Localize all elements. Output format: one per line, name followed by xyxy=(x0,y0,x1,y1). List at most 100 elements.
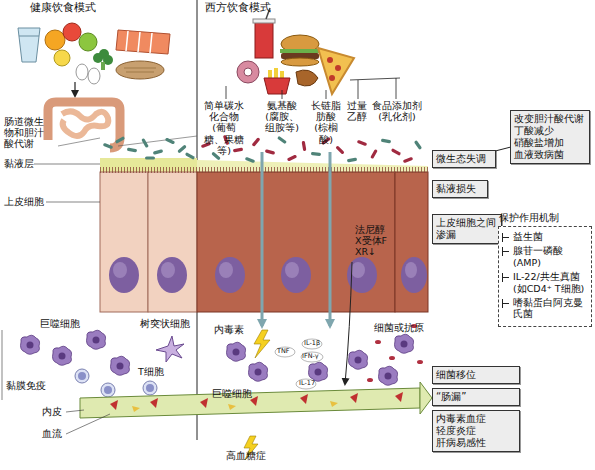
result-box: 内毒素血症轻度炎症肝病易感性 xyxy=(432,410,520,452)
western-food xyxy=(255,22,273,58)
healthy-food xyxy=(101,62,105,70)
epithelium xyxy=(330,172,395,312)
box-text: 血液致病菌 xyxy=(514,149,586,161)
healthy-food xyxy=(54,50,70,66)
text-label: 高血糖症 xyxy=(226,450,266,462)
text-label: 黏膜免疫 xyxy=(6,380,46,391)
microbiota xyxy=(414,140,422,150)
blood-vessel xyxy=(110,392,403,410)
epithelium xyxy=(401,257,427,293)
mucus-layer xyxy=(100,158,428,172)
epithelium xyxy=(100,172,148,312)
text-label: 简单碳水化合物(葡萄糖、果糖等) xyxy=(204,100,244,156)
western-food xyxy=(318,48,354,94)
immune-cells xyxy=(379,366,398,385)
blood-vessel xyxy=(80,388,420,418)
box-text: 细菌移位 xyxy=(436,369,516,381)
intestine xyxy=(48,102,120,148)
western-food xyxy=(358,80,359,99)
western-food xyxy=(226,86,227,99)
intestine xyxy=(62,111,108,136)
immune-cells xyxy=(309,362,328,381)
microbiota xyxy=(347,158,357,163)
text-label: T细胞 xyxy=(138,366,164,377)
text-label: 树突状细胞 xyxy=(140,318,190,329)
western-food xyxy=(282,90,283,99)
epithelium xyxy=(405,262,417,278)
leak-arrows xyxy=(329,152,332,326)
leader-lines xyxy=(2,164,110,434)
result-box: 黏液损失 xyxy=(432,180,488,198)
immune-cells xyxy=(367,378,373,382)
immune-cells xyxy=(87,330,106,349)
intestine xyxy=(58,138,100,146)
microbiota xyxy=(391,148,401,156)
result-box: 细菌移位 xyxy=(432,366,520,384)
immune-cells xyxy=(389,356,395,360)
epithelium xyxy=(113,262,127,278)
microbiota xyxy=(381,139,391,144)
blood-vessel xyxy=(420,382,432,414)
epithelium xyxy=(148,172,197,312)
western-food xyxy=(226,8,400,99)
healthy-food xyxy=(18,28,40,62)
epithelium xyxy=(395,172,428,312)
healthy-food xyxy=(124,68,156,72)
western-food xyxy=(396,78,397,99)
western-food xyxy=(281,58,319,66)
text-label: 过量乙醇 xyxy=(346,100,368,122)
result-box: “肠漏” xyxy=(432,388,520,406)
text-label: 黏液层 xyxy=(4,158,34,169)
western-food xyxy=(329,75,335,81)
mechanism-box: 保护作用机制益生菌腺苷一磷酸(AMP)IL-22/共生真菌(如CD4⁺ T细胞)… xyxy=(498,226,592,327)
leader-lines xyxy=(2,330,3,400)
epithelium xyxy=(262,172,330,312)
healthy-food xyxy=(63,23,81,41)
western-food xyxy=(244,68,252,76)
box-text: “肠漏” xyxy=(436,391,516,403)
leader-lines xyxy=(66,414,110,434)
immune-cells xyxy=(75,369,89,383)
microbiota xyxy=(165,137,175,144)
healthy-food xyxy=(126,31,152,53)
immune-cells xyxy=(301,352,323,362)
result-box: 改变胆汁酸代谢丁酸减少硝酸盐增加血液致病菌 xyxy=(510,110,590,164)
text-label: IL-1β xyxy=(304,340,320,348)
epithelium xyxy=(157,257,187,293)
immune-cells xyxy=(349,350,368,369)
microbiota xyxy=(103,143,113,149)
text-label: TNF xyxy=(277,348,290,356)
blood-vessel xyxy=(80,382,432,460)
text-label: 内毒素 xyxy=(214,324,244,335)
epithelium xyxy=(351,262,365,278)
text-label: 长链脂肪酸(棕榈酸) xyxy=(310,100,342,145)
leader-lines xyxy=(46,202,100,203)
box-text: 改变胆汁酸代谢 xyxy=(514,113,586,125)
healthy-food xyxy=(19,36,39,37)
text-label: 上皮细胞 xyxy=(4,196,44,207)
microbiota xyxy=(335,145,344,154)
western-food xyxy=(327,57,333,63)
immune-cells xyxy=(21,335,40,354)
microbiota xyxy=(141,138,149,148)
microbiota xyxy=(403,157,413,163)
western-food xyxy=(296,70,318,86)
box-text: 硝酸盐增加 xyxy=(514,137,586,149)
healthy-food xyxy=(88,68,100,84)
microbiota xyxy=(311,152,321,156)
immune-cells xyxy=(143,381,157,395)
epithelium xyxy=(109,257,139,293)
text-label: 血流 xyxy=(42,428,62,439)
text-label: IL-17 xyxy=(299,380,315,388)
text-label: IFN-γ xyxy=(302,353,319,361)
microbiota xyxy=(127,148,137,153)
epithelium xyxy=(161,262,175,278)
microbiota xyxy=(370,149,378,159)
immune-cells xyxy=(249,362,268,381)
mechanism-item: 益生菌 xyxy=(513,231,588,242)
immune-cells xyxy=(101,383,115,397)
western-food xyxy=(281,35,319,53)
microbiota xyxy=(177,145,187,154)
epithelium xyxy=(100,167,428,173)
box-heading: 保护作用机制 xyxy=(499,212,559,224)
